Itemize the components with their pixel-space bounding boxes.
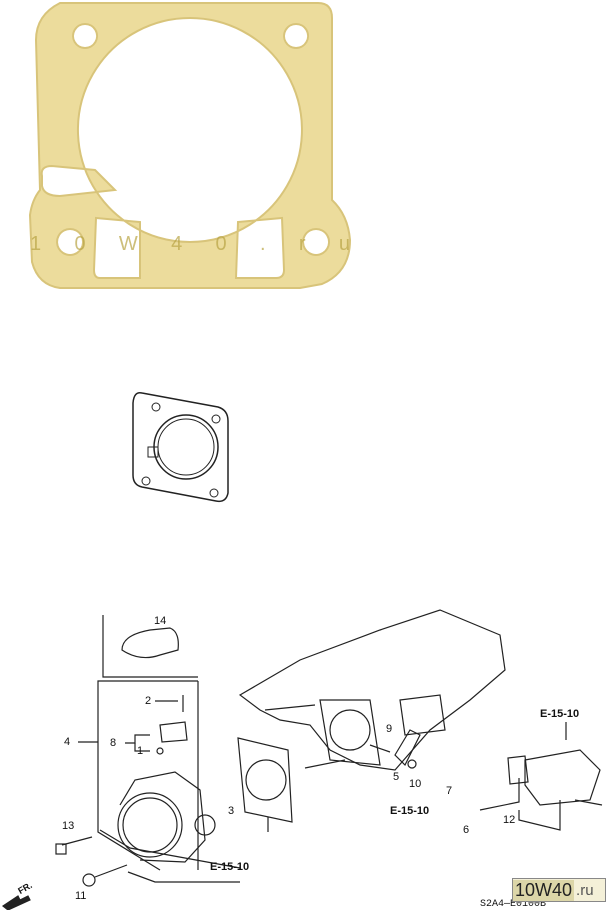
callout-12: 12 xyxy=(503,814,516,826)
callout-3: 3 xyxy=(228,805,235,817)
callout-14: 14 xyxy=(154,615,167,627)
ref-e-15-10-throttle: E-15-10 xyxy=(210,861,250,873)
callout-5: 5 xyxy=(393,771,400,783)
gasket-photo: 10W40.ru xyxy=(28,2,352,289)
ref-e-15-10-iacv: E-15-10 xyxy=(540,708,580,720)
callout-8: 8 xyxy=(110,737,117,749)
site-logo: 10W40.ru xyxy=(512,878,606,902)
callout-13: 13 xyxy=(62,820,75,832)
callout-9: 9 xyxy=(386,723,393,735)
callout-10: 10 xyxy=(409,778,422,790)
callout-4: 4 xyxy=(64,736,71,748)
callout-6: 6 xyxy=(463,824,470,836)
exploded-diagram xyxy=(1,609,603,910)
gasket-drawing xyxy=(132,391,229,503)
callout-2: 2 xyxy=(145,695,152,707)
diagram-code: S2A4—E0100B xyxy=(480,899,547,910)
callout-1: 1 xyxy=(137,745,144,757)
ref-e-15-10-gasket: E-15-10 xyxy=(390,805,430,817)
callout-7: 7 xyxy=(446,785,453,797)
callout-11: 11 xyxy=(75,890,87,902)
